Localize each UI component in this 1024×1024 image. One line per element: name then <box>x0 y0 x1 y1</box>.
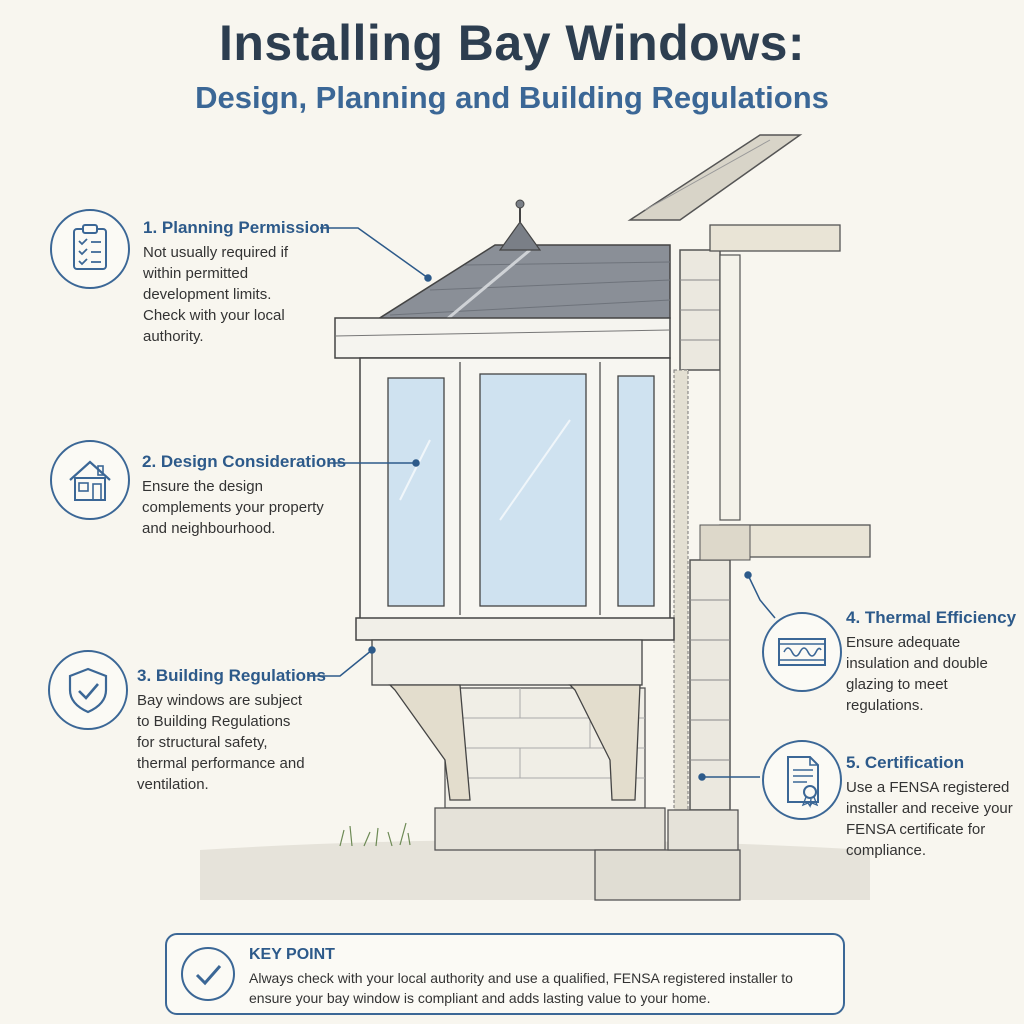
grass <box>339 822 411 847</box>
house-roof <box>627 134 803 221</box>
clipboard-checklist-icon <box>73 224 107 270</box>
callout-body: Bay windows are subject to Building Regu… <box>137 692 305 793</box>
fascia <box>334 317 671 359</box>
certification-badge <box>762 740 842 820</box>
design-considerations-badge <box>50 440 130 520</box>
thermal-efficiency-badge <box>762 612 842 692</box>
foundation-plinth <box>434 807 666 851</box>
ceiling-joist <box>709 224 841 252</box>
shield-check-icon <box>68 667 108 714</box>
callout-heading: 1. Planning Permission <box>143 218 331 237</box>
callout-body: Ensure the design complements your prope… <box>142 478 324 537</box>
key-point-body: Always check with your local authority a… <box>249 970 793 1006</box>
callout-heading: 3. Building Regulations <box>137 666 326 685</box>
window-pane-centre <box>479 373 587 607</box>
house-wall-lower <box>689 559 731 811</box>
finial <box>498 220 542 251</box>
window-pane-right <box>617 375 655 607</box>
callout-building-regulations: 3. Building Regulations Bay windows are … <box>137 666 326 795</box>
callout-planning-permission: 1. Planning Permission Not usually requi… <box>143 218 331 347</box>
page-title: Installing Bay Windows: <box>218 15 806 71</box>
house-icon <box>69 460 111 501</box>
callout-thermal-efficiency: 4. Thermal Efficiency Ensure adequate in… <box>846 608 1016 716</box>
callout-body: Not usually required if within permitted… <box>143 244 289 345</box>
callout-certification: 5. Certification Use a FENSA registered … <box>846 753 1016 861</box>
certificate-icon <box>787 756 819 808</box>
callout-design-considerations: 2. Design Considerations Ensure the desi… <box>142 452 347 539</box>
check-circle-icon <box>195 965 222 986</box>
cavity-insulation <box>673 369 689 811</box>
building-regulations-badge <box>48 650 128 730</box>
leader-lines <box>308 227 776 781</box>
key-point-badge <box>181 947 235 1001</box>
callout-body: Use a FENSA registered installer and rec… <box>846 779 1013 859</box>
bay-base <box>371 639 643 686</box>
page-subtitle: Design, Planning and Building Regulation… <box>195 80 829 115</box>
insulation-icon <box>778 638 826 666</box>
window-sill <box>355 617 675 641</box>
callout-body: Ensure adequate insulation and double gl… <box>846 634 988 714</box>
foundation-footing <box>594 849 741 901</box>
key-point-box: KEY POINT Always check with your local a… <box>165 933 845 1015</box>
callout-heading: 5. Certification <box>846 753 965 772</box>
inner-wall <box>719 254 741 521</box>
key-point-heading: KEY POINT <box>249 946 335 963</box>
window-pane-left <box>387 377 445 607</box>
roof-hip <box>439 248 531 327</box>
callout-heading: 2. Design Considerations <box>142 452 347 471</box>
bracket-right <box>568 684 641 801</box>
bracket-left <box>388 684 471 801</box>
planning-permission-badge <box>50 209 130 289</box>
callout-heading: 4. Thermal Efficiency <box>846 608 1017 627</box>
